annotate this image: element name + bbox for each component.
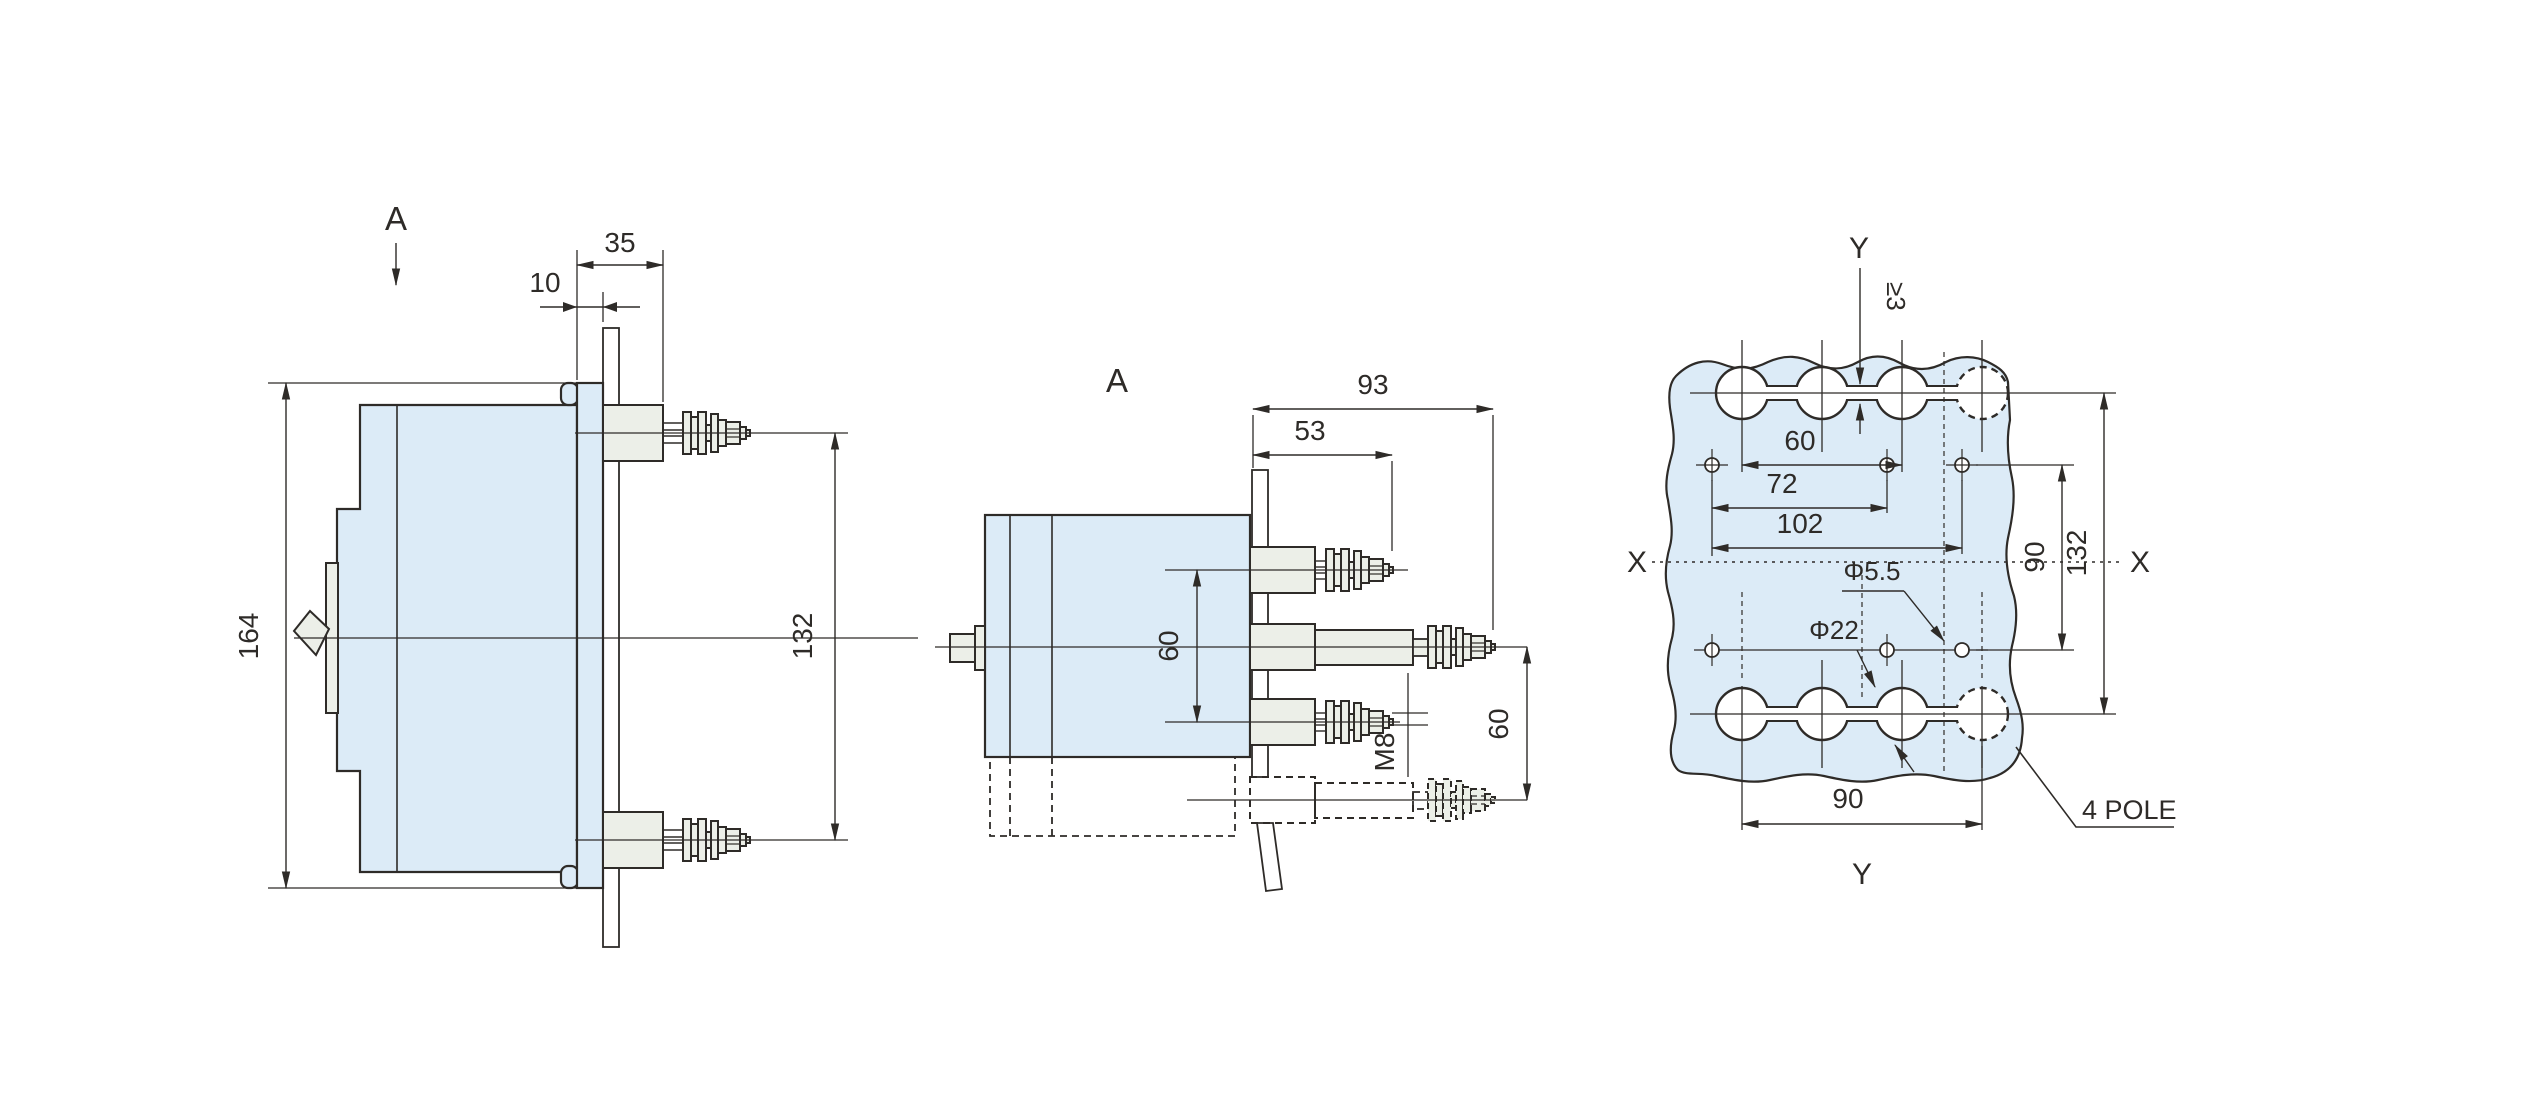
dim-93-label: 93 xyxy=(1357,369,1388,400)
large-hole-callout: Φ22 xyxy=(1809,615,1915,773)
thread-m8-label: M8 xyxy=(1369,733,1400,772)
terminal-3 xyxy=(1165,698,1400,746)
dim-mount-vertical-90: 90 xyxy=(1976,463,2074,652)
x-axis: X X xyxy=(1627,546,2150,579)
dim-mount-102: 102 xyxy=(1710,480,1964,554)
dim-132-label: 132 xyxy=(787,613,818,660)
dim-depth-53: 53 xyxy=(1251,415,1394,551)
dim-offset-10: 10 xyxy=(529,267,640,322)
terminal-4-dashed xyxy=(1187,776,1527,824)
dim-60-label: 60 xyxy=(1784,425,1815,456)
dim-60-left-label: 60 xyxy=(1153,630,1184,661)
mounting-panel-top-view xyxy=(1251,469,1284,893)
y-axis-label-top: Y xyxy=(1849,232,1869,265)
dim-terminal-span-132: 132 xyxy=(787,431,840,842)
breaker-body-top xyxy=(983,513,1252,759)
x-axis-label-right: X xyxy=(2130,546,2150,579)
dim-pole-span-60-left: 60 xyxy=(1153,568,1202,724)
dim-102-label: 102 xyxy=(1777,508,1824,539)
flange-top-tab xyxy=(559,381,580,407)
four-pole-note: 4 POLE xyxy=(2015,746,2177,828)
side-view: A xyxy=(233,200,918,948)
phi-22-label: Φ22 xyxy=(1809,615,1859,645)
view-arrow-label: A xyxy=(385,200,407,237)
dim-height-164: 164 xyxy=(233,381,577,890)
top-view-a: A xyxy=(935,362,1532,893)
toggle-handle xyxy=(292,609,331,657)
terminal-2 xyxy=(935,623,1527,671)
dim-90v-label: 90 xyxy=(2019,541,2050,572)
dim-164-label: 164 xyxy=(233,613,264,660)
hole-centerlines xyxy=(1690,340,2116,772)
dim-72-label: 72 xyxy=(1766,468,1797,499)
dim-90h-label: 90 xyxy=(1832,783,1863,814)
lower-terminal xyxy=(575,811,848,869)
dim-width-35: 35 xyxy=(575,227,665,402)
four-pole-label: 4 POLE xyxy=(2082,795,2177,825)
y-axis-label-bottom: Y xyxy=(1852,858,1872,891)
x-axis-label-left: X xyxy=(1627,546,1647,579)
dim-132-label: 132 xyxy=(2061,530,2092,577)
view-a-title: A xyxy=(1106,362,1128,399)
dim-depth-93: 93 xyxy=(1251,369,1495,630)
phi-5-5-label: Φ5.5 xyxy=(1844,556,1901,586)
terminal-1 xyxy=(1165,546,1408,594)
handle-shaft xyxy=(949,633,976,663)
y-axis: Y ≥3 Y xyxy=(1849,232,1911,891)
handle-shaft-base xyxy=(974,625,986,671)
min-web-label: ≥3 xyxy=(1881,282,1911,311)
thread-callout-m8: M8 xyxy=(1369,673,1428,777)
flange-bottom-tab xyxy=(559,864,580,890)
front-flange xyxy=(575,381,605,890)
panel-breakaway-segment xyxy=(1255,822,1284,893)
dim-pole-span-60-right: 60 xyxy=(1483,645,1532,802)
four-pole-body-extension xyxy=(989,756,1236,837)
dim-mount-72: 72 xyxy=(1710,468,1889,556)
dim-row-span-132: 132 xyxy=(2061,391,2109,716)
panel-cutout-view: X X Y ≥3 Y 60 72 102 xyxy=(1627,232,2177,891)
dim-10-label: 10 xyxy=(529,267,560,298)
drill-hole-small-plain xyxy=(1954,642,1970,658)
dim-hole-span-60: 60 xyxy=(1740,425,1904,470)
dim-53-label: 53 xyxy=(1294,415,1325,446)
dim-35-label: 35 xyxy=(604,227,635,258)
dim-60-right-label: 60 xyxy=(1483,708,1514,739)
small-hole-callout: Φ5.5 xyxy=(1842,556,1945,642)
upper-terminal xyxy=(575,404,848,462)
dim-4pole-span-90: 90 xyxy=(1740,746,1984,830)
